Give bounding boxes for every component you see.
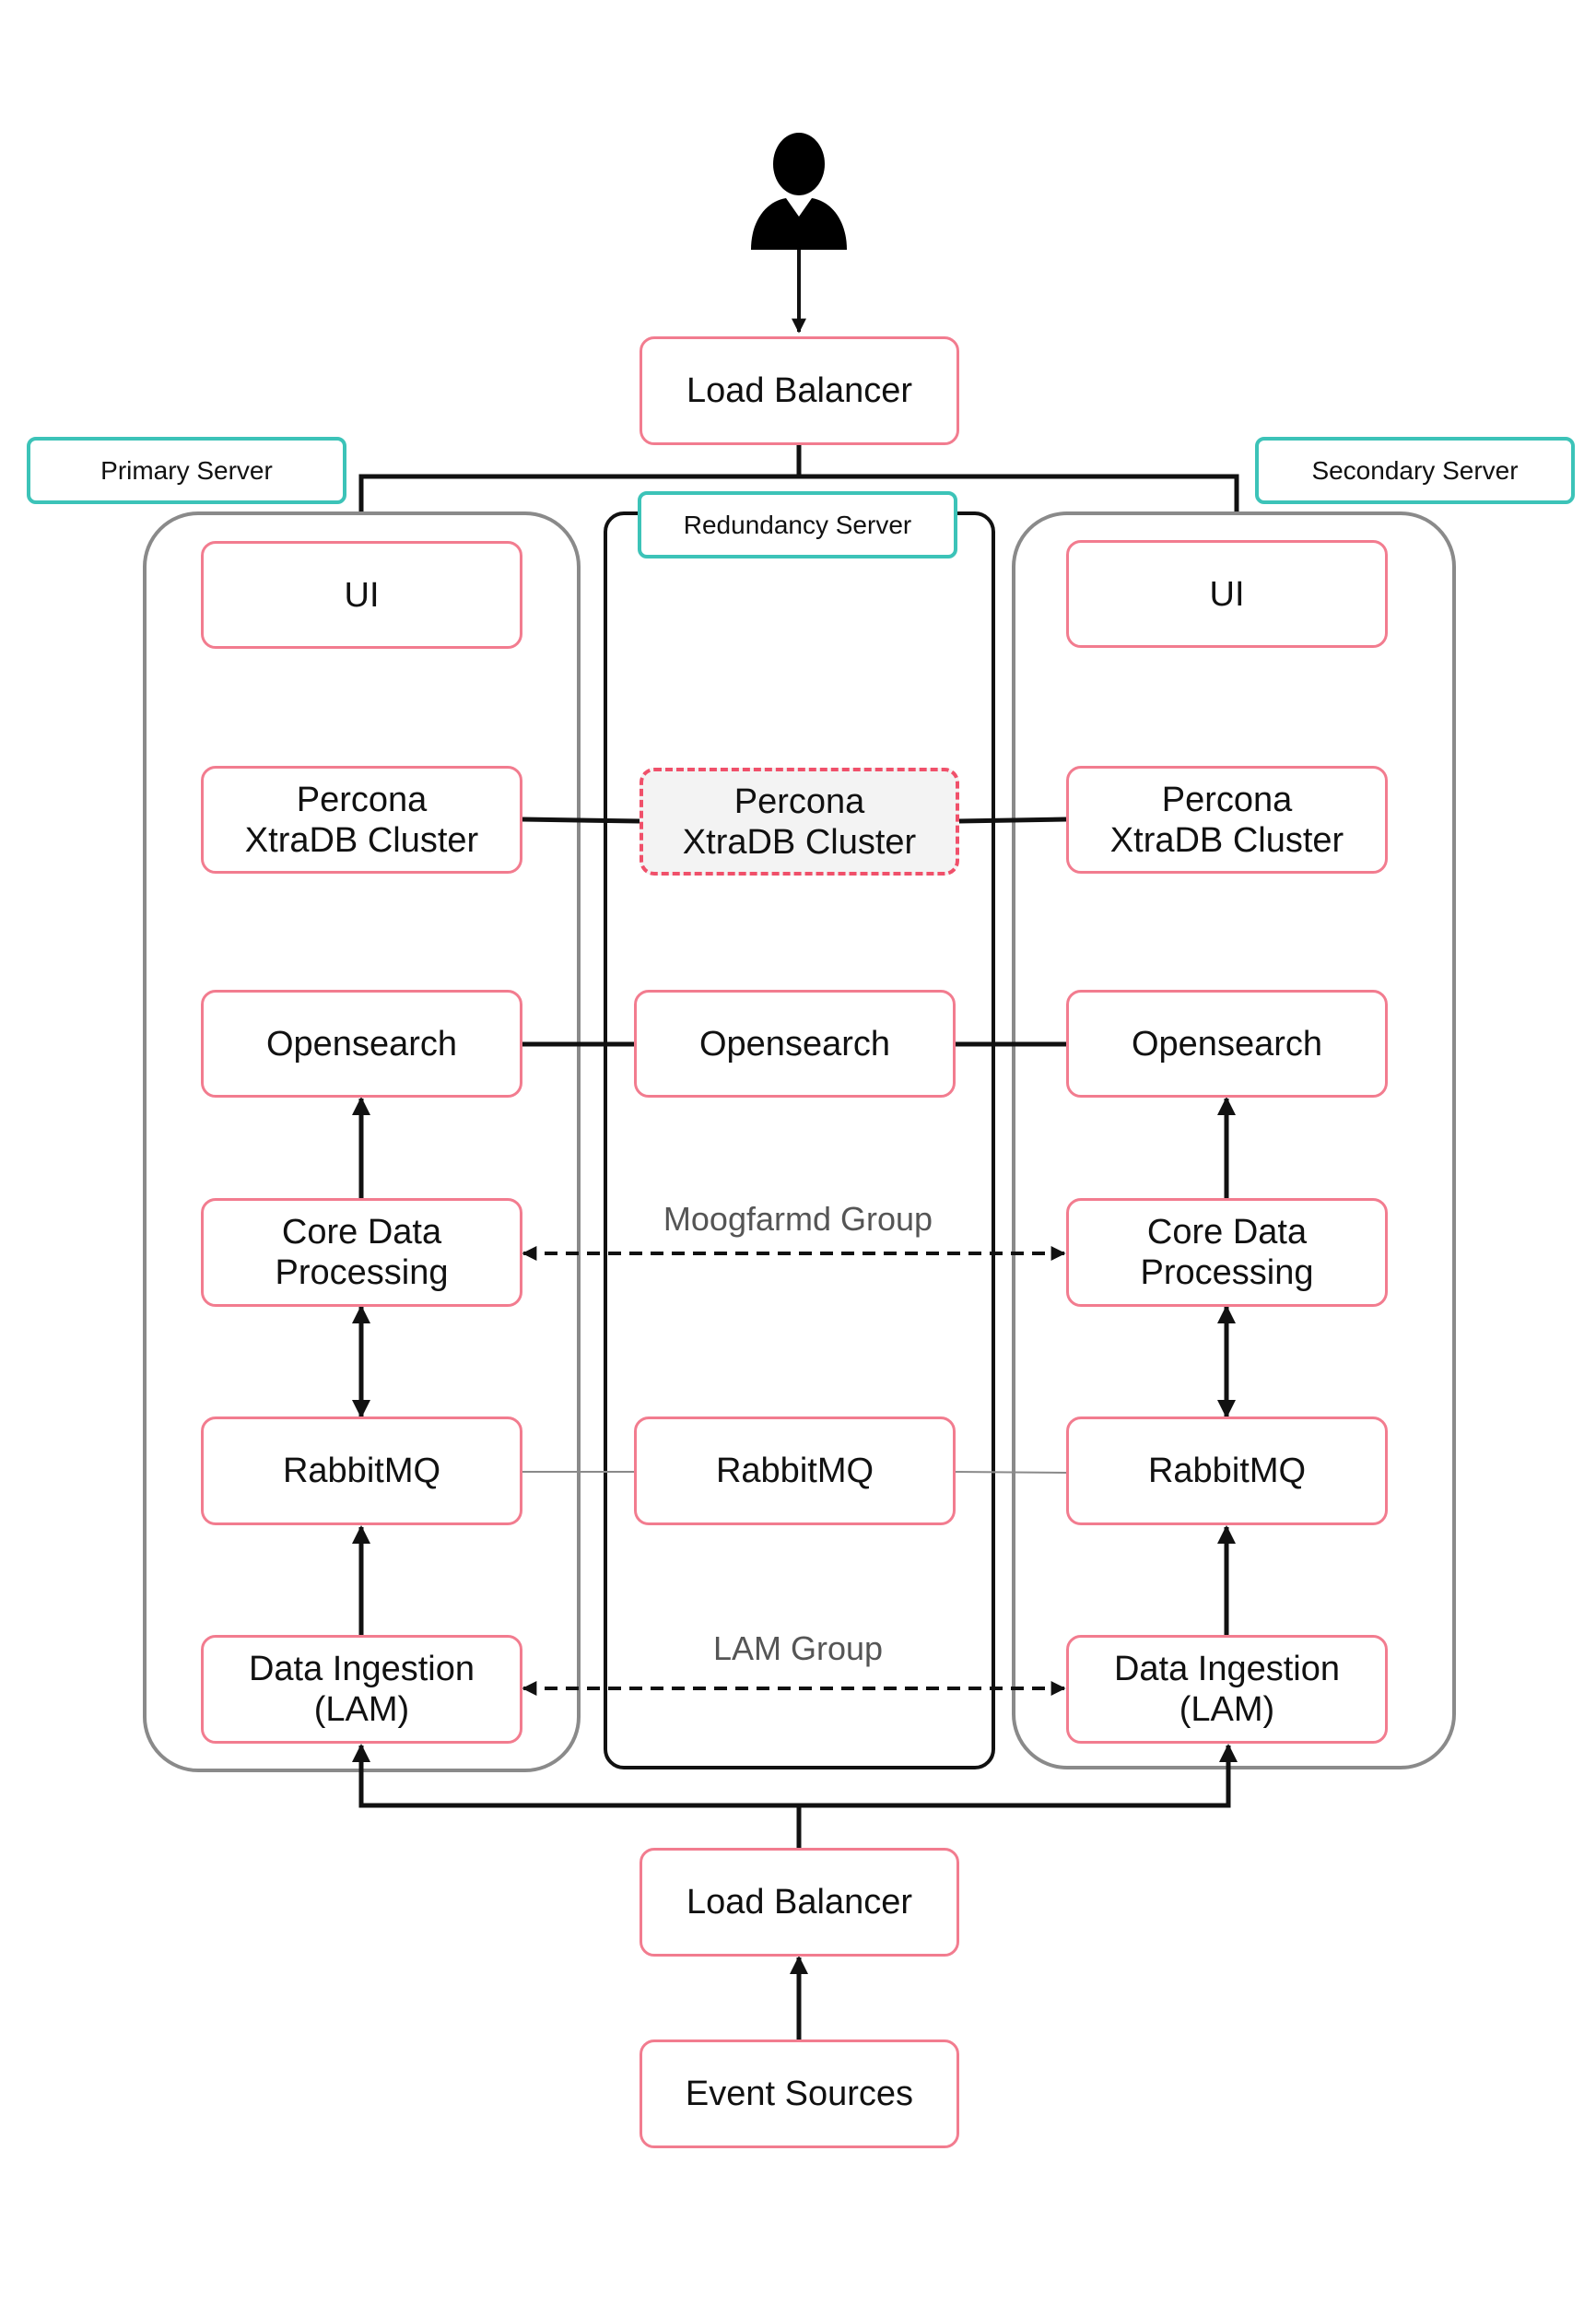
edge-lb-to-primary: [358, 474, 1239, 511]
primary-ui: UI: [201, 541, 522, 649]
primary-percona: Percona XtraDB Cluster: [201, 766, 522, 874]
edge-lb-bottom-to-lams: [352, 1744, 802, 1848]
secondary-data-ingestion: Data Ingestion (LAM): [1066, 1635, 1388, 1744]
edge-lb-bottom-to-s-lam: [799, 1744, 1238, 1808]
lam-group-label: LAM Group: [712, 1629, 884, 1667]
load-balancer-bottom: Load Balancer: [640, 1848, 959, 1957]
secondary-server-group: [1012, 511, 1456, 1769]
edge-rabbit-redundancy-secondary: [953, 1471, 1067, 1474]
person-icon: [751, 133, 847, 250]
primary-opensearch: Opensearch: [201, 990, 522, 1098]
secondary-percona: Percona XtraDB Cluster: [1066, 766, 1388, 874]
secondary-ui: UI: [1066, 540, 1388, 648]
redundancy-percona: Percona XtraDB Cluster: [640, 768, 959, 876]
edge-percona-redundancy-secondary: [957, 817, 1067, 824]
redundancy-rabbitmq: RabbitMQ: [634, 1416, 956, 1525]
redundancy-server-label: Redundancy Server: [638, 491, 957, 558]
secondary-rabbitmq: RabbitMQ: [1066, 1416, 1388, 1525]
secondary-server-label: Secondary Server: [1255, 437, 1575, 504]
primary-rabbitmq: RabbitMQ: [201, 1416, 522, 1525]
primary-data-ingestion: Data Ingestion (LAM): [201, 1635, 522, 1744]
secondary-opensearch: Opensearch: [1066, 990, 1388, 1098]
edge-percona-primary-redundancy: [522, 817, 640, 824]
event-sources: Event Sources: [640, 2040, 959, 2148]
moogfarmd-group-label: Moogfarmd Group: [663, 1200, 933, 1238]
secondary-core-data-processing: Core Data Processing: [1066, 1198, 1388, 1307]
redundancy-opensearch: Opensearch: [634, 990, 956, 1098]
load-balancer-top: Load Balancer: [640, 336, 959, 445]
primary-core-data-processing: Core Data Processing: [201, 1198, 522, 1307]
primary-server-label: Primary Server: [27, 437, 346, 504]
